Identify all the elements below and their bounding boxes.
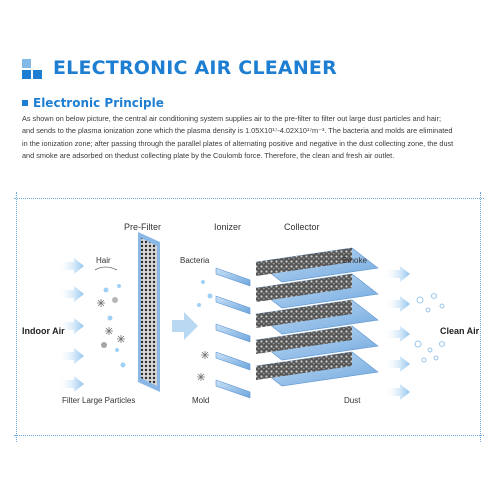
clean-air-bubbles [414,293,445,363]
section-title: Electronic Principle [33,96,164,110]
pre-filter-panel [138,232,160,392]
particles-ionization [197,280,213,381]
mold-label: Mold [192,396,210,405]
paragraph-line: As shown on below picture, the central a… [22,114,441,123]
principle-paragraph: As shown on below picture, the central a… [22,113,494,162]
page-title: ELECTRONIC AIR CLEANER [53,57,337,79]
frame-right-line [480,192,481,442]
filter-large-particles-label: Filter Large Particles [62,396,136,405]
clean-air-label: Clean Air [440,326,480,336]
paragraph-line: and smoke are adsorbed on thedust collec… [22,150,395,160]
collector-label: Collector [284,222,320,232]
particles-incoming [94,266,126,368]
collector-stack [255,247,379,387]
diagram-frame [14,198,484,436]
ionizer-plates [215,267,251,399]
section-heading: Electronic Principle [22,96,164,110]
logo-squares-icon [22,59,46,79]
frame-left-line [16,192,17,442]
smoke-label: Smoke [342,256,367,265]
pre-filter-label: Pre-Filter [124,222,162,232]
paragraph-line: and sends to the plasma ionization zone … [22,126,453,136]
incoming-air-arrows [58,258,84,392]
outgoing-air-arrows [384,266,410,400]
dust-label: Dust [344,396,361,405]
ionizer-label: Ionizer [214,222,242,232]
flow-arrow [172,312,198,340]
paragraph-line: in the ionization zone; after passing th… [22,138,454,148]
hair-label: Hair [96,256,111,265]
section-bullet-icon [22,100,28,106]
indoor-air-label: Indoor Air [22,326,65,336]
bacteria-label: Bacteria [180,256,210,265]
